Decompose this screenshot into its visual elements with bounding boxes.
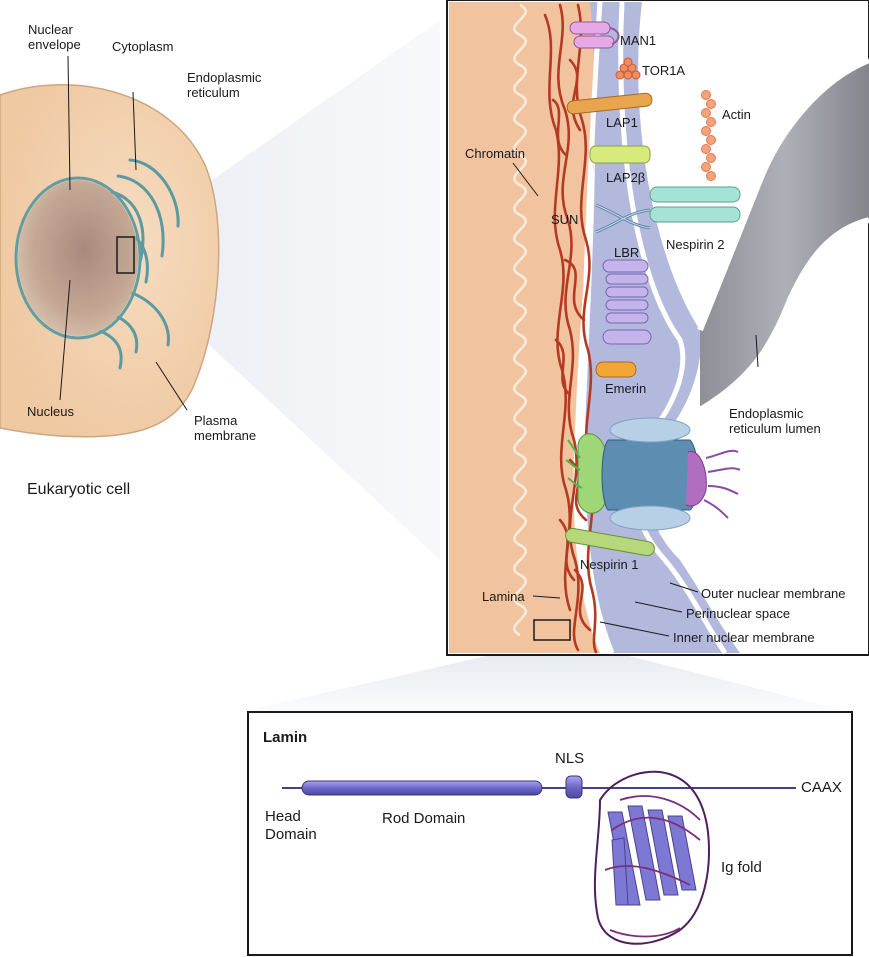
label-nuclear-envelope: Nuclear envelope [28, 22, 81, 52]
rod-domain-shape [302, 781, 542, 795]
label-actin: Actin [722, 107, 751, 122]
label-plasma-membrane: Plasma membrane [194, 413, 256, 443]
lamin-panel [248, 712, 852, 955]
label-ig-fold: Ig fold [721, 859, 762, 877]
label-inner-nuclear-membrane: Inner nuclear membrane [673, 630, 815, 645]
label-emerin: Emerin [605, 381, 646, 396]
label-rod-domain: Rod Domain [382, 810, 465, 828]
envelope-panel [447, 0, 869, 655]
label-er-lumen: Endoplasmic reticulum lumen [729, 406, 821, 436]
label-tor1a: TOR1A [642, 63, 685, 78]
nls-shape [566, 776, 582, 798]
label-nesprin1: Nespirin 1 [580, 557, 639, 572]
label-nucleus: Nucleus [27, 404, 74, 419]
label-chromatin: Chromatin [465, 146, 525, 161]
lamin-title: Lamin [263, 729, 307, 747]
label-endoplasmic-reticulum: Endoplasmic reticulum [187, 70, 261, 100]
label-lap1: LAP1 [606, 115, 638, 130]
label-lamina: Lamina [482, 589, 525, 604]
label-sun: SUN [551, 212, 578, 227]
emerin-protein [596, 362, 636, 377]
label-caax: CAAX [801, 779, 842, 797]
label-lap2b: LAP2β [606, 170, 645, 185]
nucleus-shape [18, 180, 138, 336]
label-nesprin2: Nespirin 2 [666, 237, 725, 252]
label-perinuclear-space: Perinuclear space [686, 606, 790, 621]
label-head-domain: Head Domain [265, 808, 317, 844]
caption-eukaryotic-cell: Eukaryotic cell [27, 482, 130, 497]
lap2b-protein [590, 146, 650, 163]
label-outer-nuclear-membrane: Outer nuclear membrane [701, 586, 846, 601]
label-man1: MAN1 [620, 33, 656, 48]
label-lbr: LBR [614, 245, 639, 260]
label-nls: NLS [555, 750, 584, 768]
label-cytoplasm: Cytoplasm [112, 39, 173, 54]
